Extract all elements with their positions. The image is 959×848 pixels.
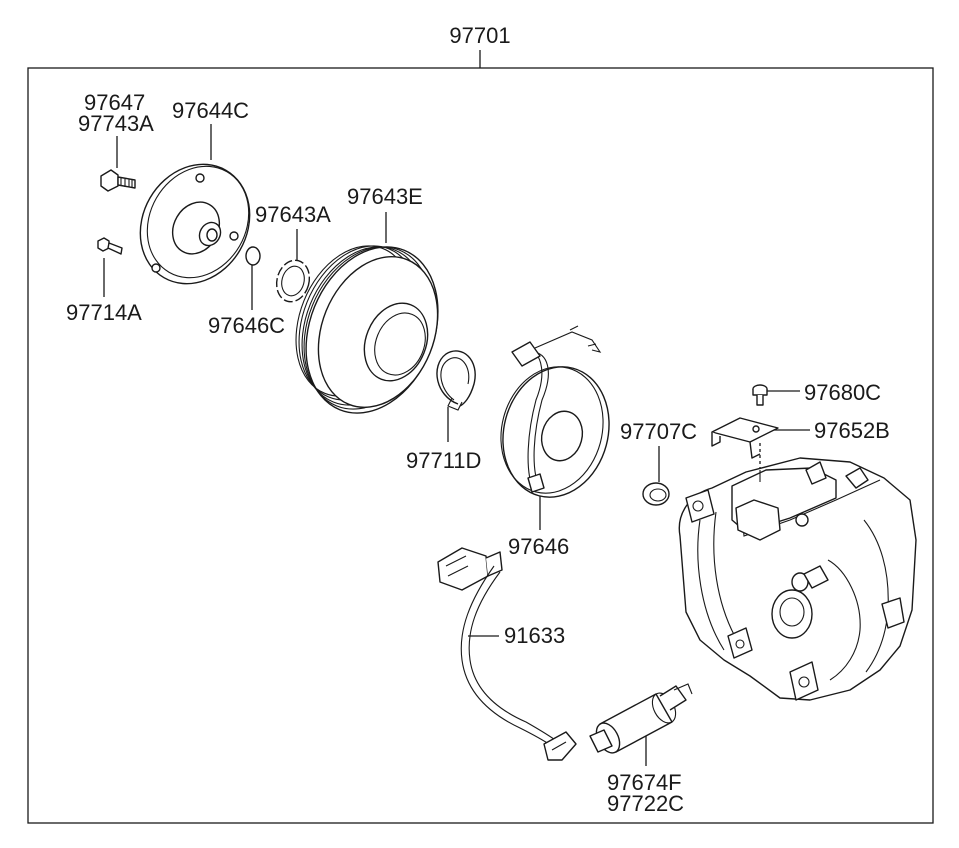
label-97680C[interactable]: 97680C (804, 380, 881, 405)
screw-97680C[interactable] (752, 384, 768, 406)
label-97646[interactable]: 97646 (508, 534, 569, 559)
label-97674F[interactable]: 97674F (607, 770, 682, 795)
label-97643E[interactable]: 97643E (347, 184, 423, 209)
lip-seal-97707C[interactable] (642, 482, 670, 506)
retaining-ring-97643A[interactable] (272, 257, 314, 306)
bolt-97714A[interactable] (97, 237, 123, 255)
bracket-97652B[interactable] (711, 417, 779, 459)
label-97643A[interactable]: 97643A (255, 202, 331, 227)
shim-ring-97646C[interactable] (245, 246, 261, 266)
label-97714A[interactable]: 97714A (66, 300, 142, 325)
snap-ring-97711D[interactable] (436, 350, 476, 411)
compressor-body[interactable] (678, 457, 917, 701)
label-97647[interactable]: 97647 (84, 90, 145, 115)
label-97707C[interactable]: 97707C (620, 419, 697, 444)
label-97644C[interactable]: 97644C (172, 98, 249, 123)
pulley-97643E[interactable] (275, 227, 462, 433)
assembly-number[interactable]: 97701 (449, 23, 510, 48)
bolt-97647[interactable] (100, 169, 136, 192)
field-coil-97646[interactable] (487, 325, 623, 509)
label-97646C[interactable]: 97646C (208, 313, 285, 338)
label-97711D[interactable]: 97711D (406, 448, 481, 473)
label-97743A[interactable]: 97743A (78, 111, 154, 136)
pressure-switch-97674F[interactable] (589, 683, 693, 757)
wiring-harness-91633[interactable] (437, 547, 577, 761)
clutch-hub-plate-97644C[interactable] (119, 144, 271, 303)
label-97652B[interactable]: 97652B (814, 418, 890, 443)
label-91633[interactable]: 91633 (504, 623, 565, 648)
label-97722C[interactable]: 97722C (607, 791, 684, 816)
